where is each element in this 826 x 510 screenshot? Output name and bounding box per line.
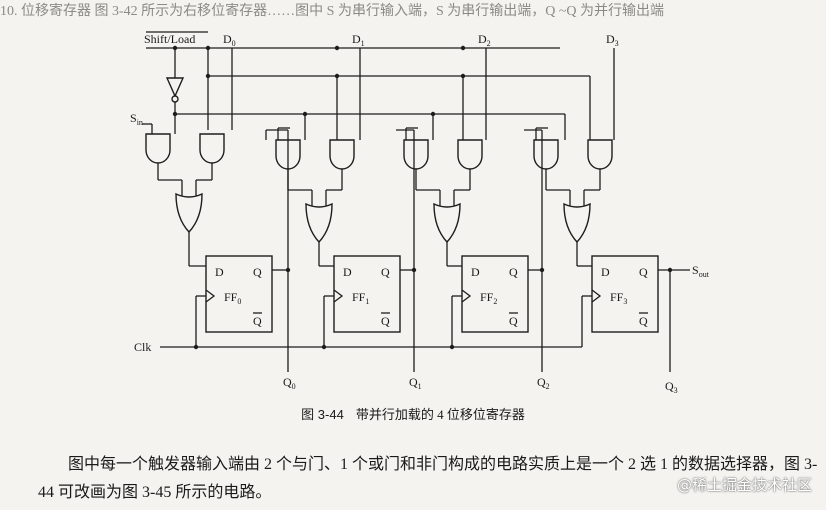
flip-flop-ff3: D Q FF3 Q — [591, 255, 659, 333]
q3-output-label: Q3 — [665, 379, 678, 395]
stage0-and-gate-a — [145, 133, 171, 164]
svg-text:FF0: FF0 — [224, 290, 241, 306]
shift-load-label: Shift/Load — [144, 32, 195, 46]
s-out-label: Sout — [692, 263, 710, 279]
svg-text:FF2: FF2 — [480, 290, 497, 306]
svg-text:FF1: FF1 — [352, 290, 369, 306]
svg-text:Q0: Q0 — [283, 375, 296, 391]
stage0-and-gate-b — [199, 133, 225, 164]
stage0-or-gate — [175, 192, 203, 234]
d2-input-label: D2 — [478, 32, 491, 48]
shift-register-circuit: Shift/Load D0 D1 D2 D3 Sin — [130, 31, 710, 395]
body-paragraph: 图中每一个触发器输入端由 2 个与门、1 个或门和非门构成的电路实质上是一个 2… — [38, 456, 818, 501]
caption-title: 带并行加载的 4 位移位寄存器 — [355, 407, 525, 422]
svg-text:Sout: Sout — [692, 263, 710, 279]
svg-text:D: D — [601, 265, 610, 279]
stage2-and-gate-b — [457, 139, 483, 170]
s-in-label: Sin — [130, 111, 143, 127]
svg-text:Q: Q — [253, 314, 262, 328]
svg-text:D2: D2 — [478, 32, 491, 48]
stage1-or-gate — [305, 202, 333, 244]
caption-number: 图 3-44 — [301, 407, 344, 422]
figure-caption: 图 3-44 带并行加载的 4 位移位寄存器 — [0, 404, 826, 423]
svg-text:Q3: Q3 — [665, 379, 678, 395]
shift-load-inverter — [165, 77, 185, 98]
svg-text:D0: D0 — [223, 32, 236, 48]
svg-text:D: D — [215, 265, 224, 279]
stage3-and-gate-a — [533, 139, 559, 170]
svg-text:Q: Q — [639, 265, 648, 279]
svg-text:Q1: Q1 — [409, 375, 422, 391]
q2-output-label: Q2 — [537, 375, 550, 391]
clk-label: Clk — [134, 340, 151, 354]
scanned-background-text: 10. 位移寄存器 图 3-42 所示为右移位寄存器……图中 S 为串行输入端，… — [0, 4, 665, 18]
q1-output-label: Q1 — [409, 375, 422, 391]
svg-text:Q: Q — [509, 265, 518, 279]
d0-input-label: D0 — [223, 32, 236, 48]
d1-input-label: D1 — [352, 32, 365, 48]
svg-text:D: D — [343, 265, 352, 279]
watermark: @稀土掘金技术社区 — [676, 476, 812, 494]
stage2-or-gate — [433, 202, 461, 244]
flip-flop-ff0: D Q FF0 Q — [205, 255, 273, 333]
flip-flop-ff1: D Q FF1 Q — [333, 255, 401, 333]
stage1-and-gate-b — [329, 139, 355, 170]
svg-text:Q: Q — [381, 265, 390, 279]
svg-text:Q2: Q2 — [537, 375, 550, 391]
q0-output-label: Q0 — [283, 375, 296, 391]
svg-text:D1: D1 — [352, 32, 365, 48]
svg-text:D3: D3 — [606, 32, 619, 48]
svg-text:Q: Q — [253, 265, 262, 279]
stage3-or-gate — [563, 202, 591, 244]
svg-text:Q: Q — [381, 314, 390, 328]
d3-input-label: D3 — [606, 32, 619, 48]
stage3-and-gate-b — [587, 139, 613, 170]
svg-text:FF3: FF3 — [610, 290, 627, 306]
flip-flop-ff2: D Q FF2 Q — [461, 255, 529, 333]
svg-text:Q: Q — [509, 314, 518, 328]
svg-text:Q: Q — [639, 314, 648, 328]
svg-text:Sin: Sin — [130, 111, 143, 127]
stage2-and-gate-a — [403, 139, 429, 170]
svg-text:D: D — [471, 265, 480, 279]
